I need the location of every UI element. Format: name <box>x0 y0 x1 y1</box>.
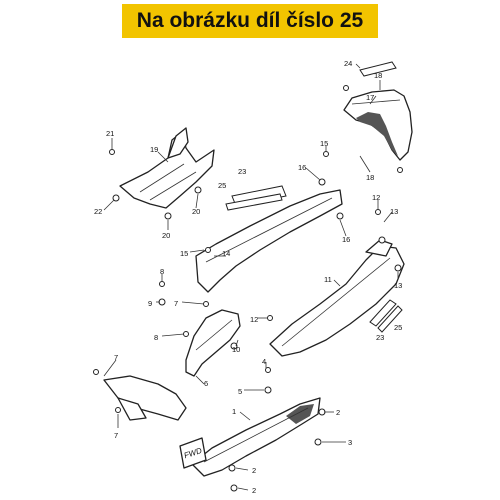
part-14-side-cover <box>195 189 343 293</box>
callout-8-mid: 8 <box>154 333 158 342</box>
part-19-inner-panel <box>119 127 215 209</box>
part-24-sticker <box>359 61 397 77</box>
part-1-footboard-cover <box>191 397 321 477</box>
callout-23-lower: 23 <box>376 333 384 342</box>
callout-15-left: 15 <box>180 249 188 258</box>
callout-1: 1 <box>232 407 236 416</box>
callout-7-bottom: 7 <box>114 431 118 440</box>
leader-lines <box>103 63 399 491</box>
callout-labels: 24 18 17 18 21 19 22 20 20 15 16 23 25 1… <box>94 59 402 495</box>
callout-17: 17 <box>366 93 374 102</box>
callout-3: 3 <box>348 438 352 447</box>
title-banner: Na obrázku díl číslo 25 <box>122 4 378 38</box>
callout-11: 11 <box>324 275 332 284</box>
callout-9: 9 <box>148 299 152 308</box>
callout-22: 22 <box>94 207 102 216</box>
part-11-right-cover <box>269 239 405 357</box>
callout-20-b: 20 <box>162 231 170 240</box>
callout-2-bottom: 2 <box>252 486 256 495</box>
callout-6: 6 <box>204 379 208 388</box>
page-title: Na obrázku díl číslo 25 <box>136 9 364 32</box>
callout-18-bottom: 18 <box>366 173 374 182</box>
callout-23-upper: 23 <box>238 167 246 176</box>
callout-5: 5 <box>238 387 242 396</box>
fwd-marker: FWD <box>179 437 207 469</box>
callout-24: 24 <box>344 59 352 68</box>
callout-19: 19 <box>150 145 158 154</box>
callout-16-top: 16 <box>298 163 306 172</box>
part-25-sticker-lower <box>377 305 403 333</box>
part-23-sticker-lower <box>369 299 397 327</box>
part-17-rear-cowl <box>343 89 413 161</box>
callout-15-top: 15 <box>320 139 328 148</box>
callout-7-top: 7 <box>174 299 178 308</box>
callout-21: 21 <box>106 129 114 138</box>
callout-10: 10 <box>232 345 240 354</box>
callout-14: 14 <box>222 249 230 258</box>
callout-20-a: 20 <box>192 207 200 216</box>
callout-12-mid: 12 <box>250 315 258 324</box>
part-6-lower-bracket <box>185 309 241 377</box>
callout-12-top: 12 <box>372 193 380 202</box>
callout-4: 4 <box>262 357 266 366</box>
callout-25-upper: 25 <box>218 181 226 190</box>
callout-25-lower: 25 <box>394 323 402 332</box>
part-25-sticker-upper <box>225 193 283 211</box>
callout-13-right: 13 <box>394 281 402 290</box>
callout-8-top: 8 <box>160 267 164 276</box>
callout-7-left: 7 <box>114 353 118 362</box>
callout-16-right: 16 <box>342 235 350 244</box>
part-7-lower-panel <box>103 375 187 421</box>
callout-18-top: 18 <box>374 71 382 80</box>
callout-2-right: 2 <box>336 408 340 417</box>
callout-2-mid: 2 <box>252 466 256 475</box>
callout-13-top: 13 <box>390 207 398 216</box>
